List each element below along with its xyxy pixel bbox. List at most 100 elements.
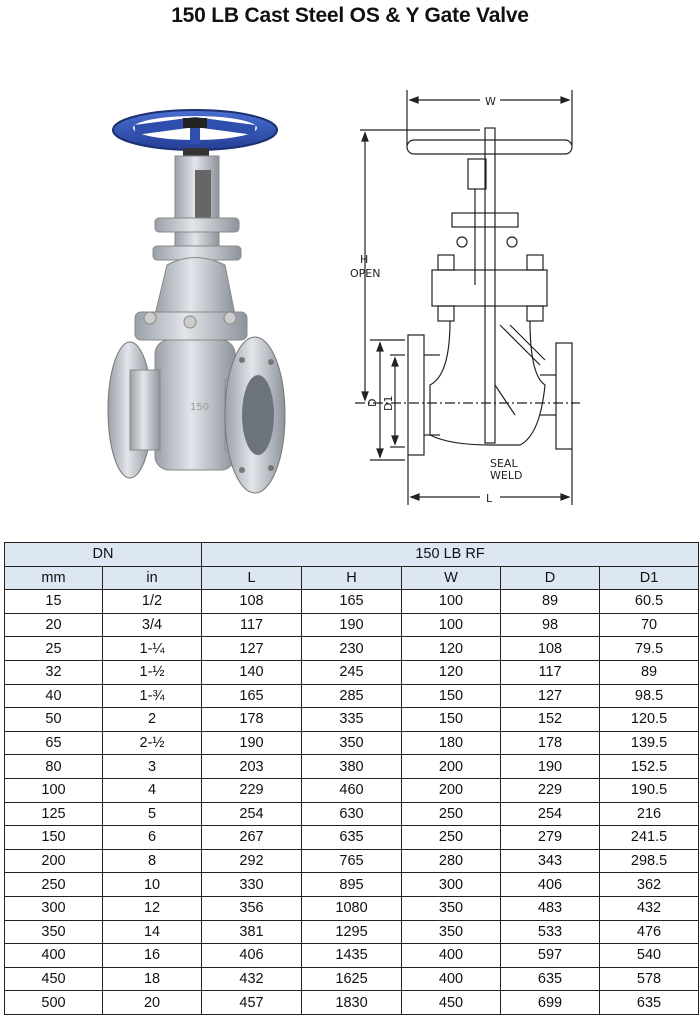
cell-in: 20 (101, 990, 203, 1015)
cell-h: 635 (301, 825, 403, 850)
group-header-dn: DN (3, 542, 203, 567)
cell-d: 635 (500, 966, 601, 992)
cell-in: 8 (101, 848, 203, 874)
dim-label-d1: D1 (382, 396, 395, 411)
cell-mm: 100 (4, 777, 103, 803)
cell-l: 117 (201, 612, 303, 638)
cell-mm: 25 (4, 636, 103, 661)
cell-in: 3/4 (101, 612, 203, 638)
cell-w: 200 (401, 777, 502, 803)
cell-h: 245 (301, 659, 403, 685)
cell-l: 127 (201, 636, 303, 661)
group-header-150lb-rf: 150 LB RF (201, 542, 700, 567)
cell-d1: 540 (599, 943, 700, 968)
cell-in: 14 (101, 919, 203, 945)
cell-w: 150 (401, 707, 502, 732)
group-header-row: DN 150 LB RF (3, 542, 700, 567)
cell-in: 4 (101, 777, 203, 803)
cell-d: 89 (500, 589, 601, 614)
cell-l: 203 (201, 754, 303, 779)
dim-label-open: OPEN (350, 267, 380, 280)
cell-w: 400 (401, 966, 502, 992)
cell-d1: 79.5 (599, 636, 700, 661)
cell-in: 18 (101, 966, 203, 992)
cell-l: 432 (201, 966, 303, 992)
cell-in: 1-¼ (101, 636, 203, 661)
cell-w: 350 (401, 919, 502, 945)
cell-mm: 250 (4, 872, 103, 897)
cell-d: 279 (500, 825, 601, 850)
cell-mm: 150 (4, 825, 103, 850)
cell-d1: 152.5 (599, 754, 700, 779)
seal-label: SEAL (490, 457, 518, 470)
cell-mm: 80 (4, 754, 103, 779)
cell-d: 98 (500, 612, 601, 638)
dim-label-w: W (485, 95, 496, 108)
cell-d: 597 (500, 943, 601, 968)
cell-in: 16 (101, 943, 203, 968)
cell-d: 533 (500, 919, 601, 945)
cell-d1: 635 (599, 990, 700, 1015)
cell-in: 1-¾ (101, 683, 203, 709)
cell-h: 230 (301, 636, 403, 661)
cell-in: 1/2 (101, 589, 203, 614)
cell-d1: 476 (599, 919, 700, 945)
cell-in: 1-½ (101, 659, 203, 685)
cell-mm: 300 (4, 895, 103, 921)
cell-w: 300 (401, 872, 502, 897)
cell-mm: 400 (4, 943, 103, 968)
cell-h: 1080 (301, 895, 403, 921)
cell-d1: 139.5 (599, 730, 700, 756)
cell-mm: 15 (4, 589, 103, 614)
cell-l: 356 (201, 895, 303, 921)
cell-d1: 60.5 (599, 589, 700, 614)
cell-h: 350 (301, 730, 403, 756)
cell-d: 152 (500, 707, 601, 732)
cell-h: 460 (301, 777, 403, 803)
cell-h: 1435 (301, 943, 403, 968)
cell-d: 117 (500, 659, 601, 685)
cell-h: 1295 (301, 919, 403, 945)
cell-mm: 32 (4, 659, 103, 685)
cell-l: 292 (201, 848, 303, 874)
cell-h: 165 (301, 589, 403, 614)
cell-l: 140 (201, 659, 303, 685)
cell-w: 200 (401, 754, 502, 779)
cell-d1: 578 (599, 966, 700, 992)
gate-valve-photo: 150 (107, 109, 286, 494)
cell-mm: 450 (4, 966, 103, 992)
cell-h: 335 (301, 707, 403, 732)
cell-mm: 500 (4, 990, 103, 1015)
weld-label: WELD (490, 469, 522, 482)
cell-w: 350 (401, 895, 502, 921)
cell-d1: 241.5 (599, 825, 700, 850)
col-header-in: in (101, 565, 203, 591)
cell-h: 1830 (301, 990, 403, 1015)
cell-w: 250 (401, 825, 502, 850)
cell-d1: 432 (599, 895, 700, 921)
cell-d: 108 (500, 636, 601, 661)
cell-l: 330 (201, 872, 303, 897)
cell-w: 120 (401, 659, 502, 685)
cell-h: 630 (301, 801, 403, 827)
cell-d: 229 (500, 777, 601, 803)
cell-d: 343 (500, 848, 601, 874)
cell-in: 12 (101, 895, 203, 921)
cell-d1: 98.5 (599, 683, 700, 709)
cell-l: 267 (201, 825, 303, 850)
col-header-w: W (401, 565, 502, 591)
cell-l: 190 (201, 730, 303, 756)
cell-l: 178 (201, 707, 303, 732)
cell-d1: 216 (599, 801, 700, 827)
